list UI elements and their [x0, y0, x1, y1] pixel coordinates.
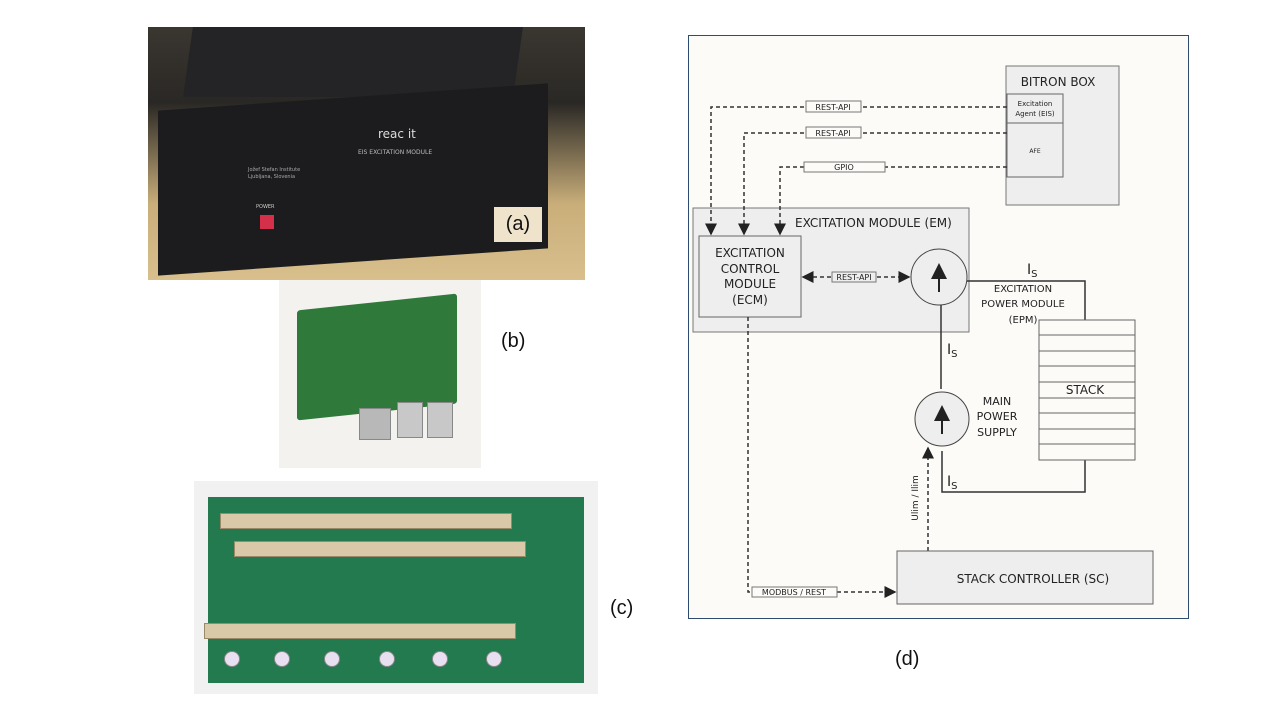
ecm-label: MODULE: [724, 277, 776, 291]
capacitor: [486, 651, 502, 667]
capacitor: [379, 651, 395, 667]
gpio-link: [774, 166, 1007, 236]
excitation-module-title: EXCITATION MODULE (EM): [795, 216, 952, 230]
usb-port: [427, 402, 453, 438]
modbus-rest-tag-text: MODBUS / REST: [762, 588, 826, 597]
bus-bar: [220, 513, 512, 529]
current-label-is: IS: [947, 474, 958, 492]
capacitor: [324, 651, 340, 667]
current-path-stack-psu: [941, 451, 1086, 493]
rest-api-tag-text: REST-API: [815, 103, 850, 112]
bus-bar: [234, 541, 526, 557]
rest-api-tag-text: REST-API: [815, 129, 850, 138]
main-power-supply-label: SUPPLY: [977, 426, 1017, 439]
power-switch: [260, 215, 274, 229]
current-label-is: IS: [1027, 262, 1038, 280]
bus-bar: [204, 623, 516, 639]
caption-d: (d): [895, 648, 920, 670]
epm-label: EXCITATION: [994, 284, 1052, 295]
excitation-agent-box: [1006, 93, 1064, 124]
stack-controller-label: STACK CONTROLLER (SC): [957, 572, 1109, 586]
epm-label: POWER MODULE: [981, 299, 1065, 310]
usb-port: [397, 402, 423, 438]
photo-power-board: [194, 481, 598, 694]
chassis-front-panel: [158, 83, 548, 276]
rest-api-tag-1: [805, 100, 862, 113]
photo-excitation-module-chassis: reac it EIS EXCITATION MODULE Jožef Stef…: [148, 27, 585, 280]
rest-api-internal-tag-text: REST-API: [836, 273, 871, 282]
rest-api-internal-tag: [831, 271, 877, 283]
ecm-label: EXCITATION: [715, 246, 785, 260]
rest-api-link-2: [738, 132, 1007, 236]
brand-logo: reac it: [378, 127, 416, 141]
excitation-agent-label: Agent (EIS): [1015, 110, 1055, 118]
modbus-rest-link: [747, 317, 897, 598]
ecm-label: CONTROL: [721, 262, 780, 276]
gpio-tag-text: GPIO: [834, 163, 854, 172]
stack-label: STACK: [1066, 383, 1105, 397]
diagram-svg: BITRON BOX Excitation Agent (EIS) AFE EX…: [692, 65, 1154, 605]
modbus-rest-tag: [751, 586, 838, 598]
gpio-tag: [803, 161, 886, 173]
chassis-top: [183, 27, 523, 97]
current-path-epm-stack: [967, 280, 1086, 320]
caption-a: (a): [494, 207, 542, 242]
ecm-label: (ECM): [732, 293, 768, 307]
system-block-diagram: BITRON BOX Excitation Agent (EIS) AFE EX…: [688, 35, 1189, 619]
photo-control-board: [279, 280, 481, 468]
capacitor: [224, 651, 240, 667]
current-label-is: IS: [947, 342, 958, 360]
stack-controller-box: [896, 550, 1154, 605]
module-subtitle: EIS EXCITATION MODULE: [358, 149, 433, 156]
bitron-box-title: BITRON BOX: [1021, 75, 1096, 89]
capacitor: [274, 651, 290, 667]
main-power-supply-label: POWER: [977, 410, 1018, 423]
afe-box: [1006, 122, 1064, 178]
capacitor: [432, 651, 448, 667]
excitation-agent-label: Excitation: [1018, 100, 1053, 108]
main-power-supply-label: MAIN: [983, 395, 1012, 408]
caption-c: (c): [610, 597, 634, 619]
caption-b: (b): [501, 330, 526, 352]
epm-label: (EPM): [1009, 315, 1038, 326]
stack-box: [1038, 319, 1136, 461]
ecm-box: [698, 235, 802, 318]
rest-api-tag-2: [805, 126, 862, 139]
ethernet-port: [359, 408, 391, 440]
ulim-ilim-label: Ulim / Ilim: [911, 475, 921, 521]
afe-label: AFE: [1029, 148, 1041, 155]
rest-api-link-1: [705, 106, 1007, 236]
power-label: POWER: [256, 204, 275, 210]
